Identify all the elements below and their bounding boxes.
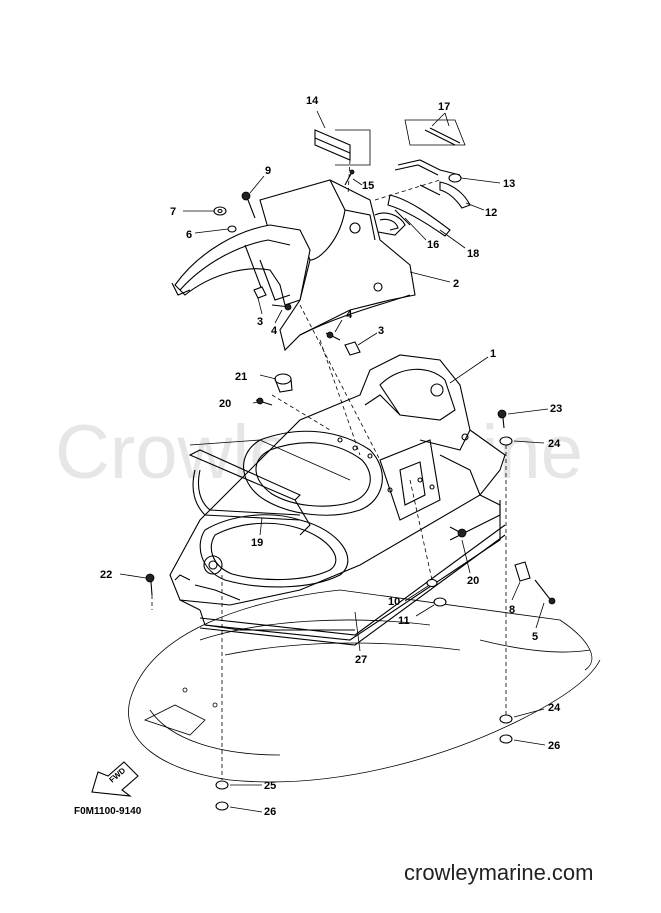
grab-handle [188, 439, 351, 536]
callout-12: 12 [485, 207, 497, 219]
callout-27: 27 [355, 654, 367, 666]
callout-21: 21 [235, 371, 247, 383]
assembly-lines [151, 159, 507, 780]
callout-2: 2 [453, 278, 459, 290]
callout-26-bottom: 26 [264, 806, 276, 818]
site-url[interactable]: crowleymarine.com [404, 860, 594, 885]
callout-17: 17 [438, 101, 450, 113]
callout-23: 23 [550, 403, 562, 415]
callout-3-left: 3 [257, 316, 263, 328]
callout-14: 14 [306, 95, 319, 107]
callout-10: 10 [388, 596, 400, 608]
callout-4-right: 4 [346, 309, 353, 321]
callout-15: 15 [362, 180, 374, 192]
callout-26-right: 26 [548, 740, 560, 752]
callout-3-right: 3 [378, 325, 384, 337]
callout-18: 18 [467, 248, 479, 260]
fwd-arrow-icon: FWD [91, 761, 139, 797]
hull-outline [128, 589, 601, 783]
callout-8: 8 [509, 604, 515, 616]
callout-11: 11 [398, 615, 410, 627]
callout-9: 9 [265, 165, 271, 177]
callout-13: 13 [503, 178, 515, 190]
callout-24-bottom: 24 [548, 702, 561, 714]
rub-rail [199, 524, 506, 646]
callout-7: 7 [170, 206, 176, 218]
callout-19: 19 [251, 537, 263, 549]
callout-20-right: 20 [467, 575, 479, 587]
bracket [394, 119, 466, 176]
deck-body [169, 354, 506, 641]
diagram-code: F0M1100-9140 [74, 806, 142, 817]
top-plate [314, 129, 371, 166]
callout-6: 6 [186, 229, 192, 241]
callout-25: 25 [264, 780, 276, 792]
callouts: 1 2 3 3 4 4 5 6 7 8 9 10 11 12 13 14 15 … [100, 95, 562, 818]
callout-1: 1 [490, 348, 496, 360]
leader-lines [119, 110, 549, 813]
callout-5: 5 [532, 631, 538, 643]
callout-20-left: 20 [219, 398, 231, 410]
callout-22: 22 [100, 569, 112, 581]
callout-4-left: 4 [271, 325, 278, 337]
strap [387, 181, 471, 237]
callout-16: 16 [427, 239, 439, 251]
side-cover-panel [171, 224, 311, 306]
callout-24-top: 24 [548, 438, 561, 450]
